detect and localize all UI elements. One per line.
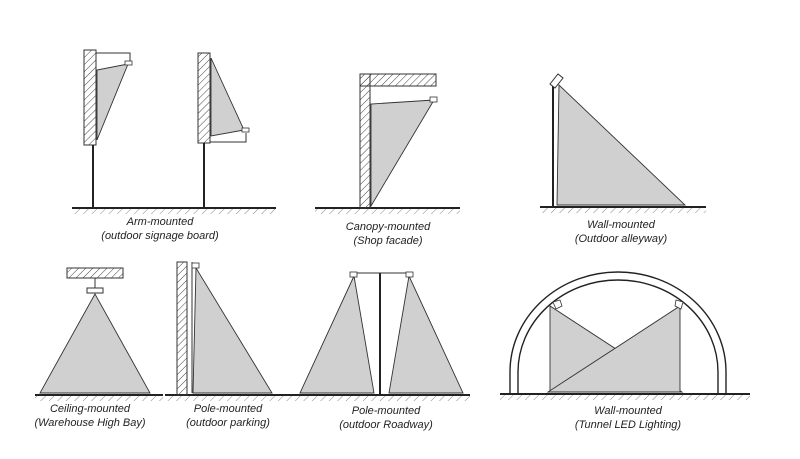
- caption-arm-mounted: Arm-mounted (outdoor signage board): [60, 215, 260, 243]
- fixture: [191, 262, 200, 269]
- light-beam: [96, 63, 129, 141]
- wall-mounted-alleyway-diagram: [540, 73, 706, 213]
- tunnel-wall-mounted-diagram: [500, 271, 750, 400]
- light-beam: [192, 266, 273, 394]
- canopy: [359, 73, 437, 87]
- ground-hatch: [540, 208, 706, 213]
- caption-canopy-mounted: Canopy-mounted (Shop facade): [288, 220, 488, 248]
- signage-board: [83, 49, 97, 146]
- facade-wall: [359, 73, 371, 209]
- high-bay-fixture: [86, 287, 104, 294]
- pole-mounted-roadway-diagram: [290, 271, 470, 401]
- fixture: [241, 127, 250, 133]
- arm-mounted-signage-diagram: [72, 49, 276, 214]
- caption-title: Arm-mounted: [126, 216, 194, 228]
- caption-title: Pole-mounted: [193, 403, 263, 415]
- fixture: [549, 73, 564, 89]
- light-beam: [370, 99, 435, 208]
- ceiling-mounted-diagram: [35, 267, 163, 401]
- caption-title: Pole-mounted: [351, 405, 421, 417]
- ground-hatch: [500, 395, 750, 400]
- caption-subtitle: (Shop facade): [353, 235, 423, 247]
- caption-subtitle: (Tunnel LED Lighting): [574, 419, 682, 431]
- fixture-right: [674, 299, 684, 310]
- pole-mounted-parking-diagram: [165, 261, 290, 401]
- ground-hatch: [315, 209, 460, 214]
- caption-subtitle: (outdoor Roadway): [339, 419, 433, 431]
- fixture: [124, 60, 133, 66]
- caption-wall-mounted-tunnel: Wall-mounted (Tunnel LED Lighting): [528, 404, 728, 432]
- light-beam: [39, 293, 151, 394]
- mounting-arm: [96, 52, 131, 62]
- tunnel-arch-outer: [509, 271, 727, 394]
- caption-pole-mounted-parking: Pole-mounted (outdoor parking): [128, 402, 328, 430]
- ceiling: [66, 267, 124, 279]
- caption-title: Wall-mounted: [587, 219, 655, 231]
- caption-subtitle: (Warehouse High Bay): [34, 417, 146, 429]
- fixture-right: [405, 271, 414, 278]
- light-beam-left: [299, 274, 375, 394]
- caption-subtitle: (outdoor signage board): [101, 230, 219, 242]
- caption-pole-mounted-roadway: Pole-mounted (outdoor Roadway): [286, 404, 486, 432]
- ground-hatch: [72, 209, 276, 214]
- caption-ceiling-mounted: Ceiling-mounted (Warehouse High Bay): [0, 402, 190, 430]
- caption-title: Wall-mounted: [594, 405, 662, 417]
- caption-title: Canopy-mounted: [345, 221, 431, 233]
- ground-hatch: [165, 396, 290, 401]
- mounting-arm: [210, 133, 247, 143]
- fixture-left: [349, 271, 358, 278]
- fixture-left: [552, 299, 563, 310]
- caption-wall-mounted-alleyway: Wall-mounted (Outdoor alleyway): [521, 218, 721, 246]
- caption-title: Ceiling-mounted: [49, 403, 131, 415]
- pole: [176, 261, 188, 396]
- light-beam: [556, 83, 687, 206]
- light-beam-right: [388, 274, 464, 394]
- caption-subtitle: (Outdoor alleyway): [574, 233, 668, 245]
- caption-subtitle: (outdoor parking): [186, 417, 270, 429]
- ground-hatch: [35, 396, 163, 401]
- fixture: [429, 96, 438, 103]
- signage-board: [197, 52, 211, 144]
- light-beam-right: [546, 305, 681, 393]
- tunnel-arch-inner: [517, 279, 719, 394]
- light-beam: [210, 57, 245, 137]
- canopy-mounted-diagram: [315, 73, 460, 214]
- ground-hatch: [290, 396, 470, 401]
